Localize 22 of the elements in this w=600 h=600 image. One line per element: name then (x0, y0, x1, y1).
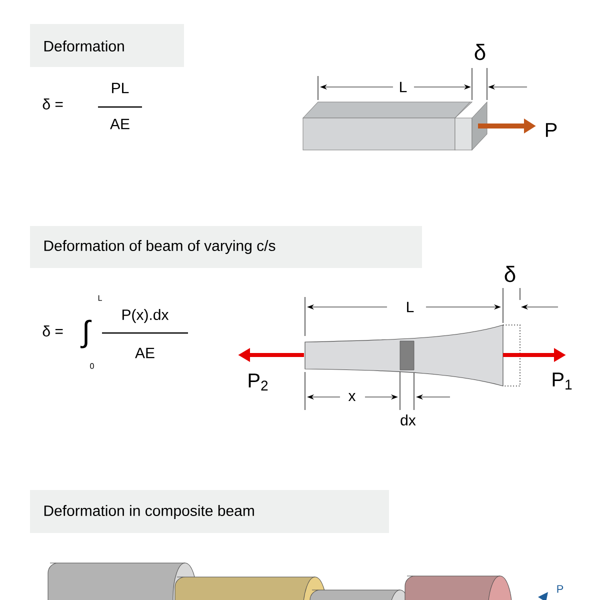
formula-text: AE (135, 348, 154, 358)
formula-text: P(x).dx (122, 309, 169, 323)
force-label: P$_{1}$ (552, 372, 572, 390)
force-label: P (557, 585, 564, 593)
dimension-label: x (348, 393, 356, 401)
formula-text: AE (110, 118, 130, 130)
formula-text: PL (112, 82, 129, 94)
integral-limit: 0 (90, 363, 94, 369)
integral-sign: ∫ (80, 320, 92, 348)
dimension-label: δ (504, 266, 516, 282)
dimension-label: L (407, 302, 414, 312)
formula-text: δ = (42, 98, 63, 110)
section-heading: Deformation (44, 40, 124, 52)
section-heading: Deformation of beam of varying c/s (44, 240, 276, 254)
force-label: P (546, 123, 557, 137)
dimension-label: dx (400, 414, 416, 426)
force-label: P$_{2}$ (248, 374, 268, 390)
formula-text: δ = (42, 326, 63, 336)
dimension-label: L (400, 82, 407, 92)
integral-limit: L (98, 295, 102, 301)
dimension-label: δ (474, 44, 486, 60)
section-heading: Deformation in composite beam (44, 505, 254, 519)
